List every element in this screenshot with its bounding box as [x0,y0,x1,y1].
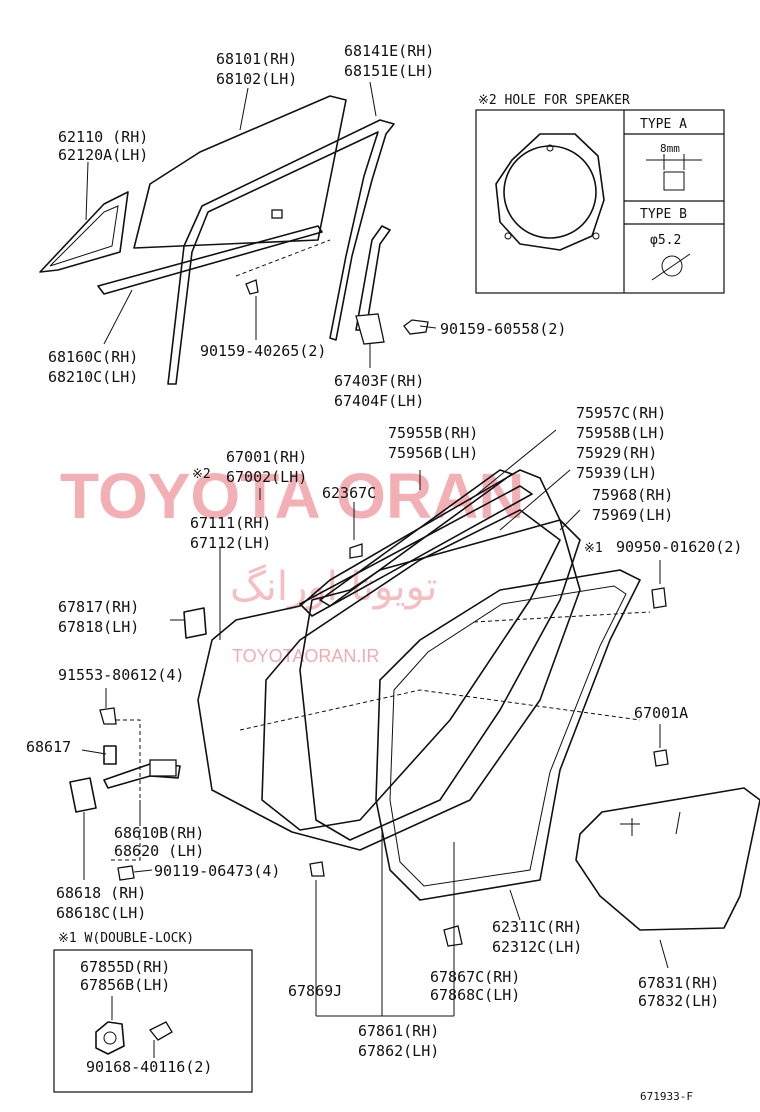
label-62311c-rh: 62311C(RH) [492,918,582,936]
label-67855d-rh: 67855D(RH) [80,958,170,976]
label-68101-rh: 68101(RH) [216,50,297,68]
label-90119-06473: 90119-06473(4) [154,862,280,880]
label-62367c: 62367C [322,484,376,502]
leader-lines [81,81,669,1017]
door-inner-panel [261,509,561,831]
type-a-label: TYPE A [640,117,687,132]
label-67856b-lh: 67856B(LH) [80,976,170,994]
bolt-icon [148,1021,173,1041]
label-67869j: 67869J [288,982,342,1000]
label-75957c-rh: 75957C(RH) [576,404,666,422]
label-68151e-lh: 68151E(LH) [344,62,434,80]
label-67818-lh: 67818(LH) [58,618,139,636]
label-62120a-lh: 62120A(LH) [58,146,148,164]
label-90950-01620: 90950-01620(2) [616,538,742,556]
service-hole-cover [575,787,760,931]
watermark-url: TOYOTAORAN.IR [232,646,379,666]
handle-cap [103,745,117,765]
label-90159-40265: 90159-40265(2) [200,342,326,360]
label-62312c-lh: 62312C(LH) [492,938,582,956]
clip-icon [653,749,669,767]
label-75956b-lh: 75956B(LH) [388,444,478,462]
speaker-hole-box: ※2 HOLE FOR SPEAKER TYPE A TYPE B 8mm φ5… [475,93,725,294]
type-a-dimension: 8mm [660,142,680,155]
label-67831-rh: 67831(RH) [638,974,719,992]
label-75958b-lh: 75958B(LH) [576,424,666,442]
label-67002-lh: 67002(LH) [226,468,307,486]
bolt-icon [117,865,135,881]
double-lock-box: ※1 W(DOUBLE-LOCK) 67855D(RH) 67856B(LH) … [53,931,253,1093]
label-68160c-rh: 68160C(RH) [48,348,138,366]
label-67868c-lh: 67868C(LH) [430,986,520,1004]
label-68610b-rh: 68610B(RH) [114,824,204,842]
glass-run [167,119,395,385]
inner-weatherstrip [299,485,533,617]
label-75939-lh: 75939(LH) [576,464,657,482]
label-67112-lh: 67112(LH) [190,534,271,552]
label-68617: 68617 [26,738,71,756]
clip-icon [349,543,363,559]
label-68618-rh: 68618 (RH) [56,884,146,902]
part-labels: 68101(RH) 68102(LH) 68141E(RH) 68151E(LH… [26,42,742,1060]
speaker-box-title: ※2 HOLE FOR SPEAKER [478,93,630,108]
clip-icon [443,925,463,947]
label-67403f-rh: 67403F(RH) [334,372,424,390]
bolt-icon [99,707,117,725]
label-75929-rh: 75929(RH) [576,444,657,462]
label-91553-80612: 91553-80612(4) [58,666,184,684]
label-90168-40116: 90168-40116(2) [86,1058,212,1076]
door-panel-assembly [99,469,669,947]
label-68618c-lh: 68618C(LH) [56,904,146,922]
quarter-window-glass [39,191,129,273]
label-62110-rh: 62110 (RH) [58,128,148,146]
label-67001a: 67001A [634,704,688,722]
handle-assembly [69,719,181,880]
label-68620-lh: 68620 (LH) [114,842,204,860]
figure-code: 671933-F [640,1090,693,1103]
belt-moulding [97,225,323,295]
label-67832-lh: 67832(LH) [638,992,719,1010]
type-b-dimension: φ5.2 [650,233,681,248]
door-opening-weatherstrip [375,569,641,901]
clip-icon [651,587,667,609]
door-glass-assembly [39,95,429,385]
label-75955b-rh: 75955B(RH) [388,424,478,442]
type-b-label: TYPE B [640,207,687,222]
label-68141e-rh: 68141E(RH) [344,42,434,60]
note-mark-2: ※2 [192,467,211,482]
door-plug [183,607,207,639]
door-lock-cylinder [69,777,97,813]
label-67867c-rh: 67867C(RH) [430,968,520,986]
label-75969-lh: 75969(LH) [592,506,673,524]
lock-cylinder [95,1021,125,1055]
outer-weatherstrip [319,469,513,607]
label-67111-rh: 67111(RH) [190,514,271,532]
speaker-hole [503,145,597,239]
label-67817-rh: 67817(RH) [58,598,139,616]
clip-icon [309,861,325,877]
watermark-main: TOYOTA ORAN [60,460,525,532]
label-68210c-lh: 68210C(LH) [48,368,138,386]
double-lock-title: ※1 W(DOUBLE-LOCK) [58,931,194,946]
label-67001-rh: 67001(RH) [226,448,307,466]
door-outer-panel [197,469,581,851]
door-glass [133,95,347,249]
bolt-icon [245,279,259,295]
label-90159-60558: 90159-60558(2) [440,320,566,338]
label-67404f-lh: 67404F(LH) [334,392,424,410]
label-67861-rh: 67861(RH) [358,1022,439,1040]
label-67862-lh: 67862(LH) [358,1042,439,1060]
label-75968-rh: 75968(RH) [592,486,673,504]
label-68102-lh: 68102(LH) [216,70,297,88]
speaker-flange [495,133,605,251]
note-mark-1: ※1 [584,541,603,556]
door-frame-weatherstrip [299,519,581,841]
